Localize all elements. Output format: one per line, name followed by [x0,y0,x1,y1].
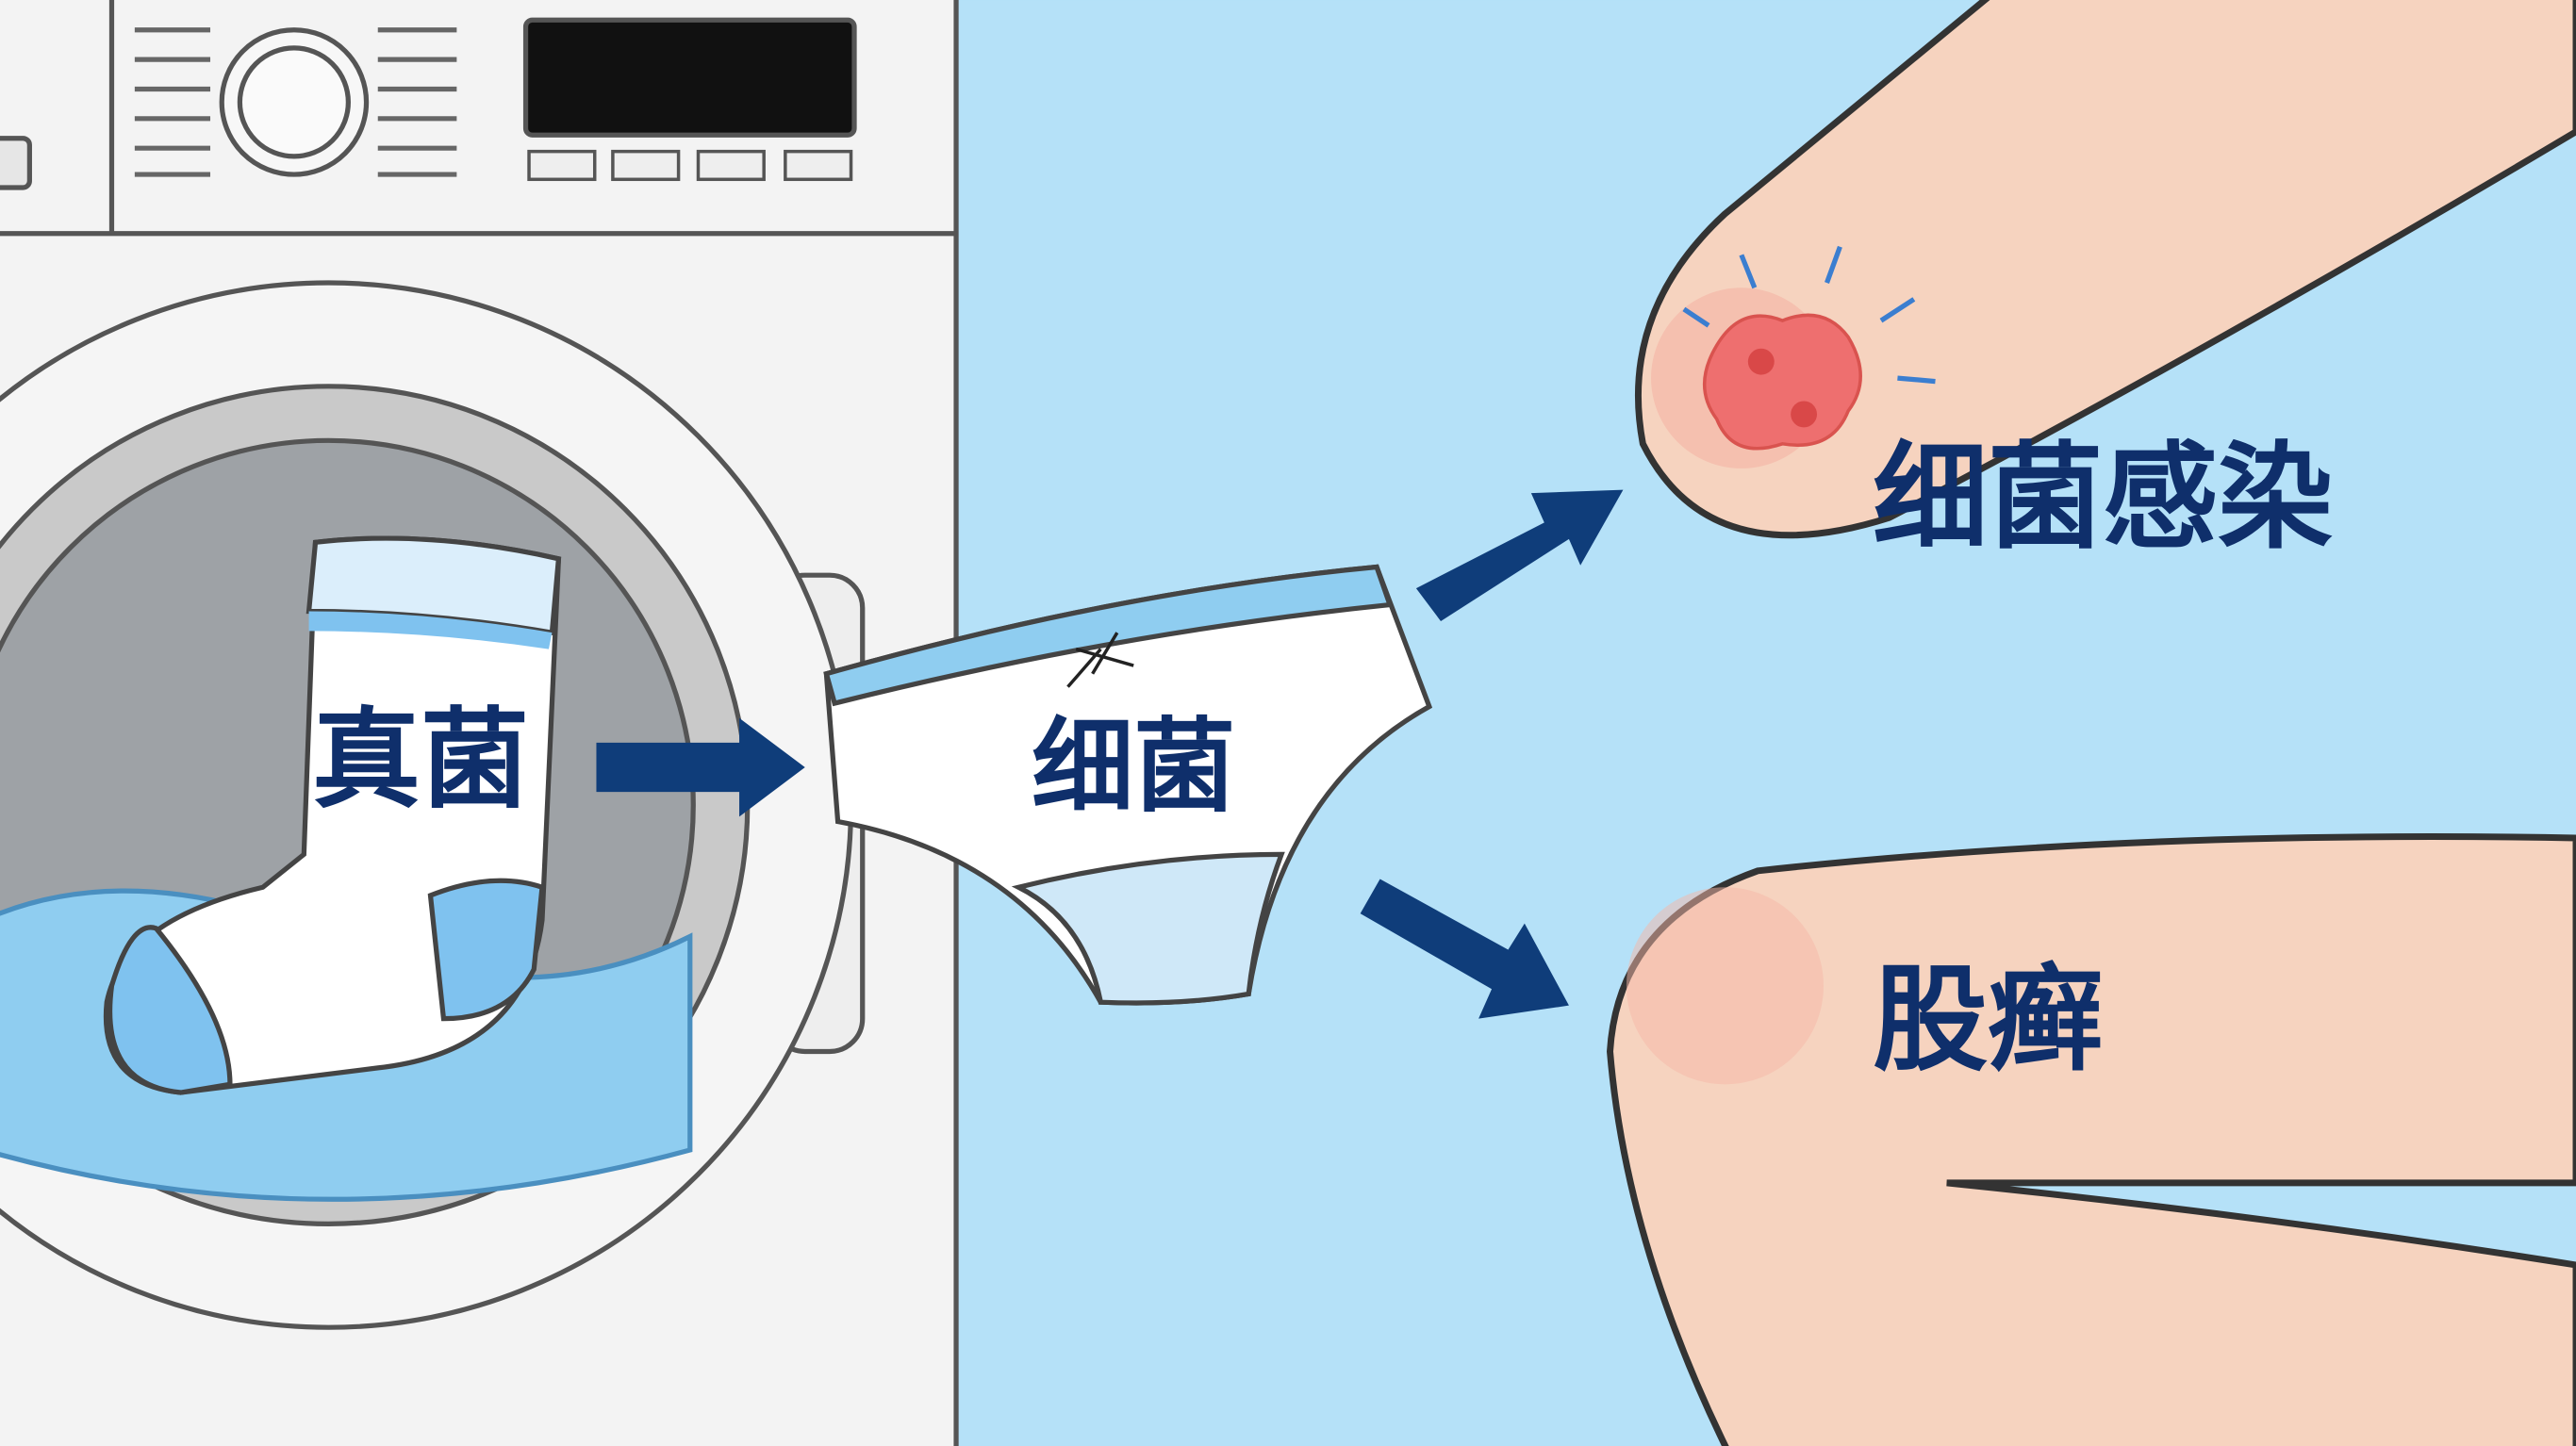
arm-with-lesion-icon [1634,0,2576,539]
underwear-label: 细菌 [1032,709,1235,827]
arrow-down-right-icon [1360,879,1569,1019]
leg-icon [1607,833,2576,1446]
arrow-right-icon [596,717,805,817]
infection-label: 细菌感染 [1873,431,2333,565]
sock-label: 真菌 [312,697,529,823]
underwear-icon [823,564,1433,1006]
sock-icon [103,535,562,1095]
tinea-label: 股癣 [1873,953,2103,1087]
arrow-up-right-icon [1415,489,1624,621]
